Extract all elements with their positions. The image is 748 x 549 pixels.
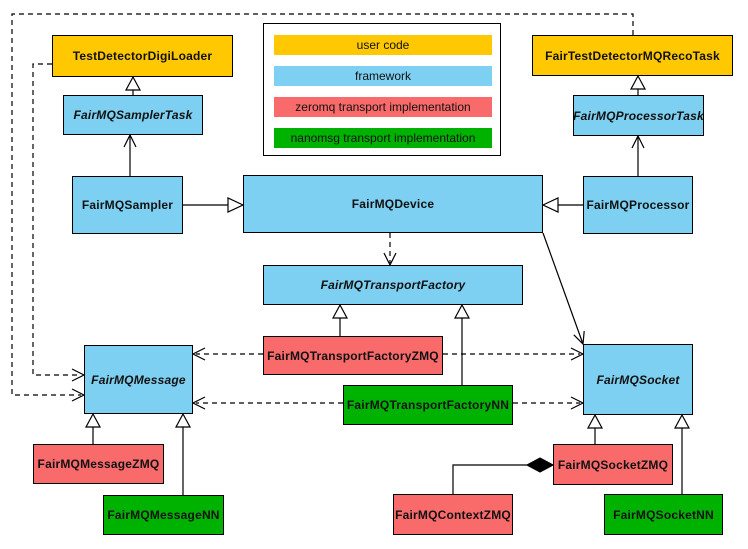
edge-sampler-samplertask [123,133,137,176]
edge-device-socket [542,232,585,346]
edge-factorynn-message [191,396,343,410]
node-fairtestdetectormqrecotask: FairTestDetectorMQRecoTask [532,35,733,76]
legend: user code framework zeromq transport imp… [263,23,501,156]
edge-factoryzmq-socket [443,347,585,361]
node-fairmqtransportfactory: FairMQTransportFactory [263,265,523,305]
edge-socketzmq-socket [586,413,604,444]
edge-factoryzmq-message [191,347,263,361]
legend-item-nanomsg: nanomsg transport implementation [274,128,492,148]
node-fairmqprocessor: FairMQProcessor [583,176,693,234]
edge-sampler-device [183,197,245,213]
node-fairmqdevice: FairMQDevice [243,175,543,233]
legend-item-zeromq: zeromq transport implementation [274,97,492,117]
node-fairmqtransportfactoryzmq: FairMQTransportFactoryZMQ [263,336,443,375]
legend-item-user-code: user code [274,35,492,55]
edge-factorynn-socket [513,396,585,410]
edge-contextzmq-socketzmq [452,457,555,494]
edge-factoryzmq-factory [331,303,349,336]
node-testdetectordigiloader: TestDetectorDigiLoader [52,35,233,77]
edge-socketnn-socket [673,413,691,494]
legend-item-framework: framework [274,66,492,86]
node-fairmqsocketzmq: FairMQSocketZMQ [553,444,673,485]
edge-processor-device [541,197,583,213]
edge-device-factory [383,233,397,267]
edge-processor-processortask [631,134,645,176]
node-fairmqsocketnn: FairMQSocketNN [604,494,723,535]
node-fairmqmessage: FairMQMessage [84,345,193,414]
node-fairmqmessagenn: FairMQMessageNN [103,495,224,535]
edge-processortask-recotask [629,74,647,95]
node-fairmqsampler: FairMQSampler [72,176,183,234]
edge-messagezmq-message [84,412,102,444]
node-fairmqsamplertask: FairMQSamplerTask [63,95,203,135]
edge-samplertask-digiloader [124,75,142,95]
node-fairmqmessagezmq: FairMQMessageZMQ [33,444,164,484]
node-fairmqtransportfactorynn: FairMQTransportFactoryNN [343,385,513,425]
node-fairmqcontextzmq: FairMQContextZMQ [393,494,513,535]
edge-factorynn-factory [453,303,471,385]
edge-messagenn-message [174,412,192,495]
node-fairmqsocket: FairMQSocket [583,344,693,415]
node-fairmqprocessortask: FairMQProcessorTask [573,95,704,136]
